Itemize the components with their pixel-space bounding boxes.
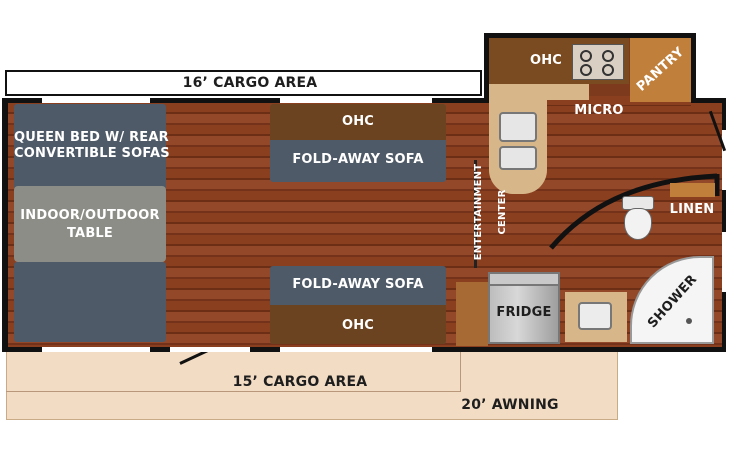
stove-top	[572, 44, 624, 80]
linen-label: LINEN	[669, 202, 715, 217]
kitchen-counter	[489, 84, 589, 100]
ohc-top-label: OHC	[341, 114, 375, 129]
cargo-16-label: 16’ CARGO AREA	[182, 75, 318, 91]
cargo-15-label: 15’ CARGO AREA	[232, 374, 368, 390]
window	[42, 98, 150, 103]
cargo-area-16	[5, 70, 482, 96]
shower-drain	[686, 318, 692, 324]
indoor-outdoor-table	[14, 186, 166, 262]
pantry	[630, 38, 691, 102]
table-label-1: INDOOR/OUTDOOR	[20, 208, 160, 223]
ohc-bottom-cabinet	[270, 305, 446, 344]
rear-sofa-bottom	[14, 262, 166, 342]
stove-burner	[580, 64, 592, 76]
entertainment-center-divider	[474, 160, 477, 268]
window	[170, 347, 250, 352]
micro-label: MICRO	[574, 103, 624, 118]
bathroom-sink	[578, 302, 612, 330]
fold-sofa-bottom-label: FOLD-AWAY SOFA	[292, 277, 424, 292]
window	[722, 130, 726, 190]
sink-basin	[499, 146, 537, 170]
entertainment-label-2: CENTER	[497, 189, 508, 235]
fridge-top	[488, 272, 560, 286]
stove-burner	[580, 50, 592, 62]
bathroom-wall	[549, 173, 720, 250]
stove-burner	[602, 64, 614, 76]
table-label-2: TABLE	[67, 226, 113, 241]
awning-label: 20’ AWNING	[461, 397, 559, 413]
linen-cabinet	[670, 183, 715, 197]
stove-burner	[602, 50, 614, 62]
entertainment-label-1: ENTERTAINMENT	[473, 163, 484, 261]
toilet-bowl	[624, 208, 652, 240]
fridge-label: FRIDGE	[496, 305, 552, 320]
sink-basin	[499, 112, 537, 142]
cargo-area-15	[6, 350, 461, 392]
window	[280, 347, 432, 352]
queen-bed-label-2: CONVERTIBLE SOFAS	[14, 146, 170, 161]
queen-bed	[14, 104, 166, 190]
queen-bed-label-1: QUEEN BED W/ REAR	[14, 130, 169, 145]
entry-door-gap	[722, 232, 726, 292]
ohc-top-cabinet	[270, 104, 446, 140]
bumpout-floor-join	[489, 96, 691, 106]
ohc-kitchen-label: OHC	[529, 53, 563, 68]
window	[42, 347, 150, 352]
ohc-bottom-label: OHC	[341, 318, 375, 333]
window	[280, 98, 432, 103]
fold-sofa-top-label: FOLD-AWAY SOFA	[292, 152, 424, 167]
cabinet-beside-fridge	[456, 282, 488, 346]
